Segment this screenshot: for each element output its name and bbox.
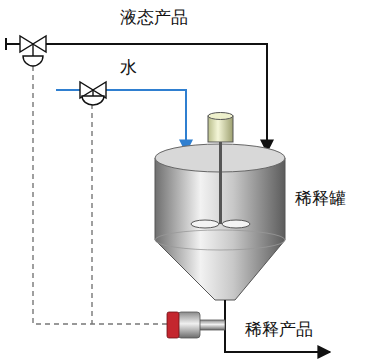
- control-valve: [80, 82, 106, 105]
- product-pipe: [6, 44, 267, 152]
- stream-label: 液态产品: [118, 7, 190, 27]
- water-pipe: [56, 90, 186, 152]
- stream-label: 水: [118, 57, 139, 77]
- signal-line: [33, 66, 168, 324]
- dilution-tank: [155, 140, 285, 300]
- mixer-motor: [208, 113, 233, 143]
- control-valve: [20, 36, 46, 66]
- stream-label: 稀释罐: [293, 188, 348, 208]
- outlet-pipe: [225, 300, 330, 352]
- flow-meter: [167, 312, 225, 338]
- stream-label: 稀释产品: [243, 319, 315, 339]
